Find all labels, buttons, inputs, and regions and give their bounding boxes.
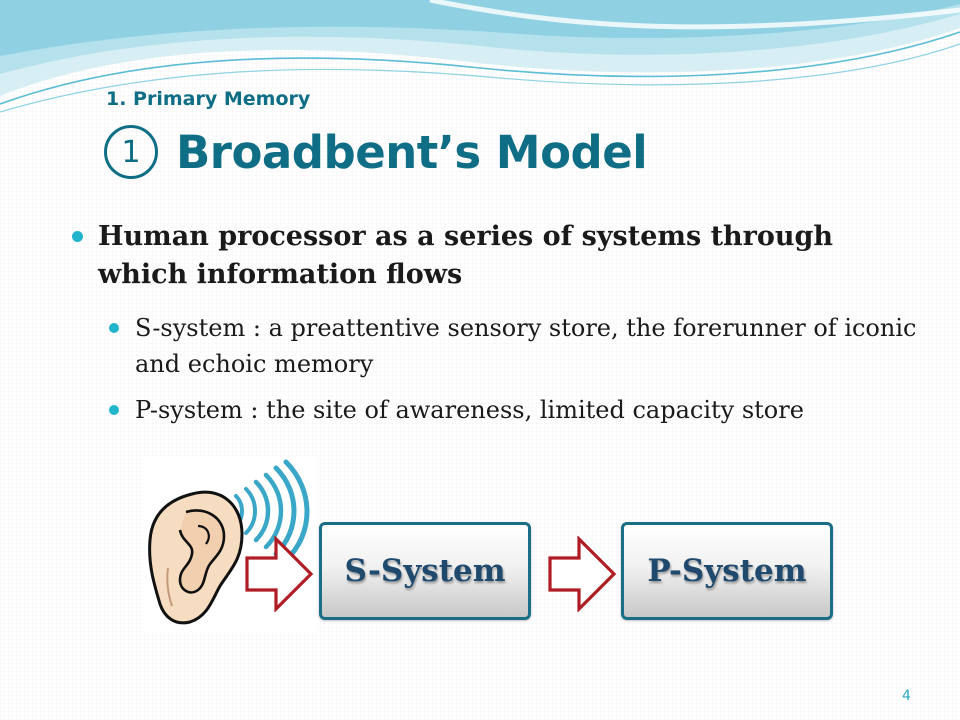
title-number-badge: 1 bbox=[104, 125, 158, 179]
slide-number: 4 bbox=[902, 688, 911, 704]
bullet-dot-icon bbox=[72, 231, 83, 242]
right-arrow-icon bbox=[245, 536, 314, 612]
title-text: Broadbent’s Model bbox=[176, 125, 648, 179]
s-system-label: S-System bbox=[344, 553, 506, 589]
s-system-box: S-System bbox=[319, 522, 531, 620]
bullet-dot-icon bbox=[109, 405, 119, 415]
p-system-label: P-System bbox=[647, 553, 807, 589]
section-subtitle: 1. Primary Memory bbox=[106, 88, 311, 110]
slide-title: 1 Broadbent’s Model bbox=[104, 122, 648, 182]
ear-with-sound-waves-icon bbox=[142, 456, 317, 632]
right-arrow-icon bbox=[548, 536, 617, 612]
header-wave-decoration bbox=[0, 0, 960, 113]
bullet-sub-s-system: S-system : a preattentive sensory store,… bbox=[135, 314, 917, 378]
bullet-sub-p-system: P-system : the site of awareness, limite… bbox=[135, 396, 804, 424]
bullet-main: Human processor as a series of systems t… bbox=[98, 221, 834, 290]
p-system-box: P-System bbox=[621, 522, 833, 620]
bullet-dot-icon bbox=[109, 323, 119, 333]
